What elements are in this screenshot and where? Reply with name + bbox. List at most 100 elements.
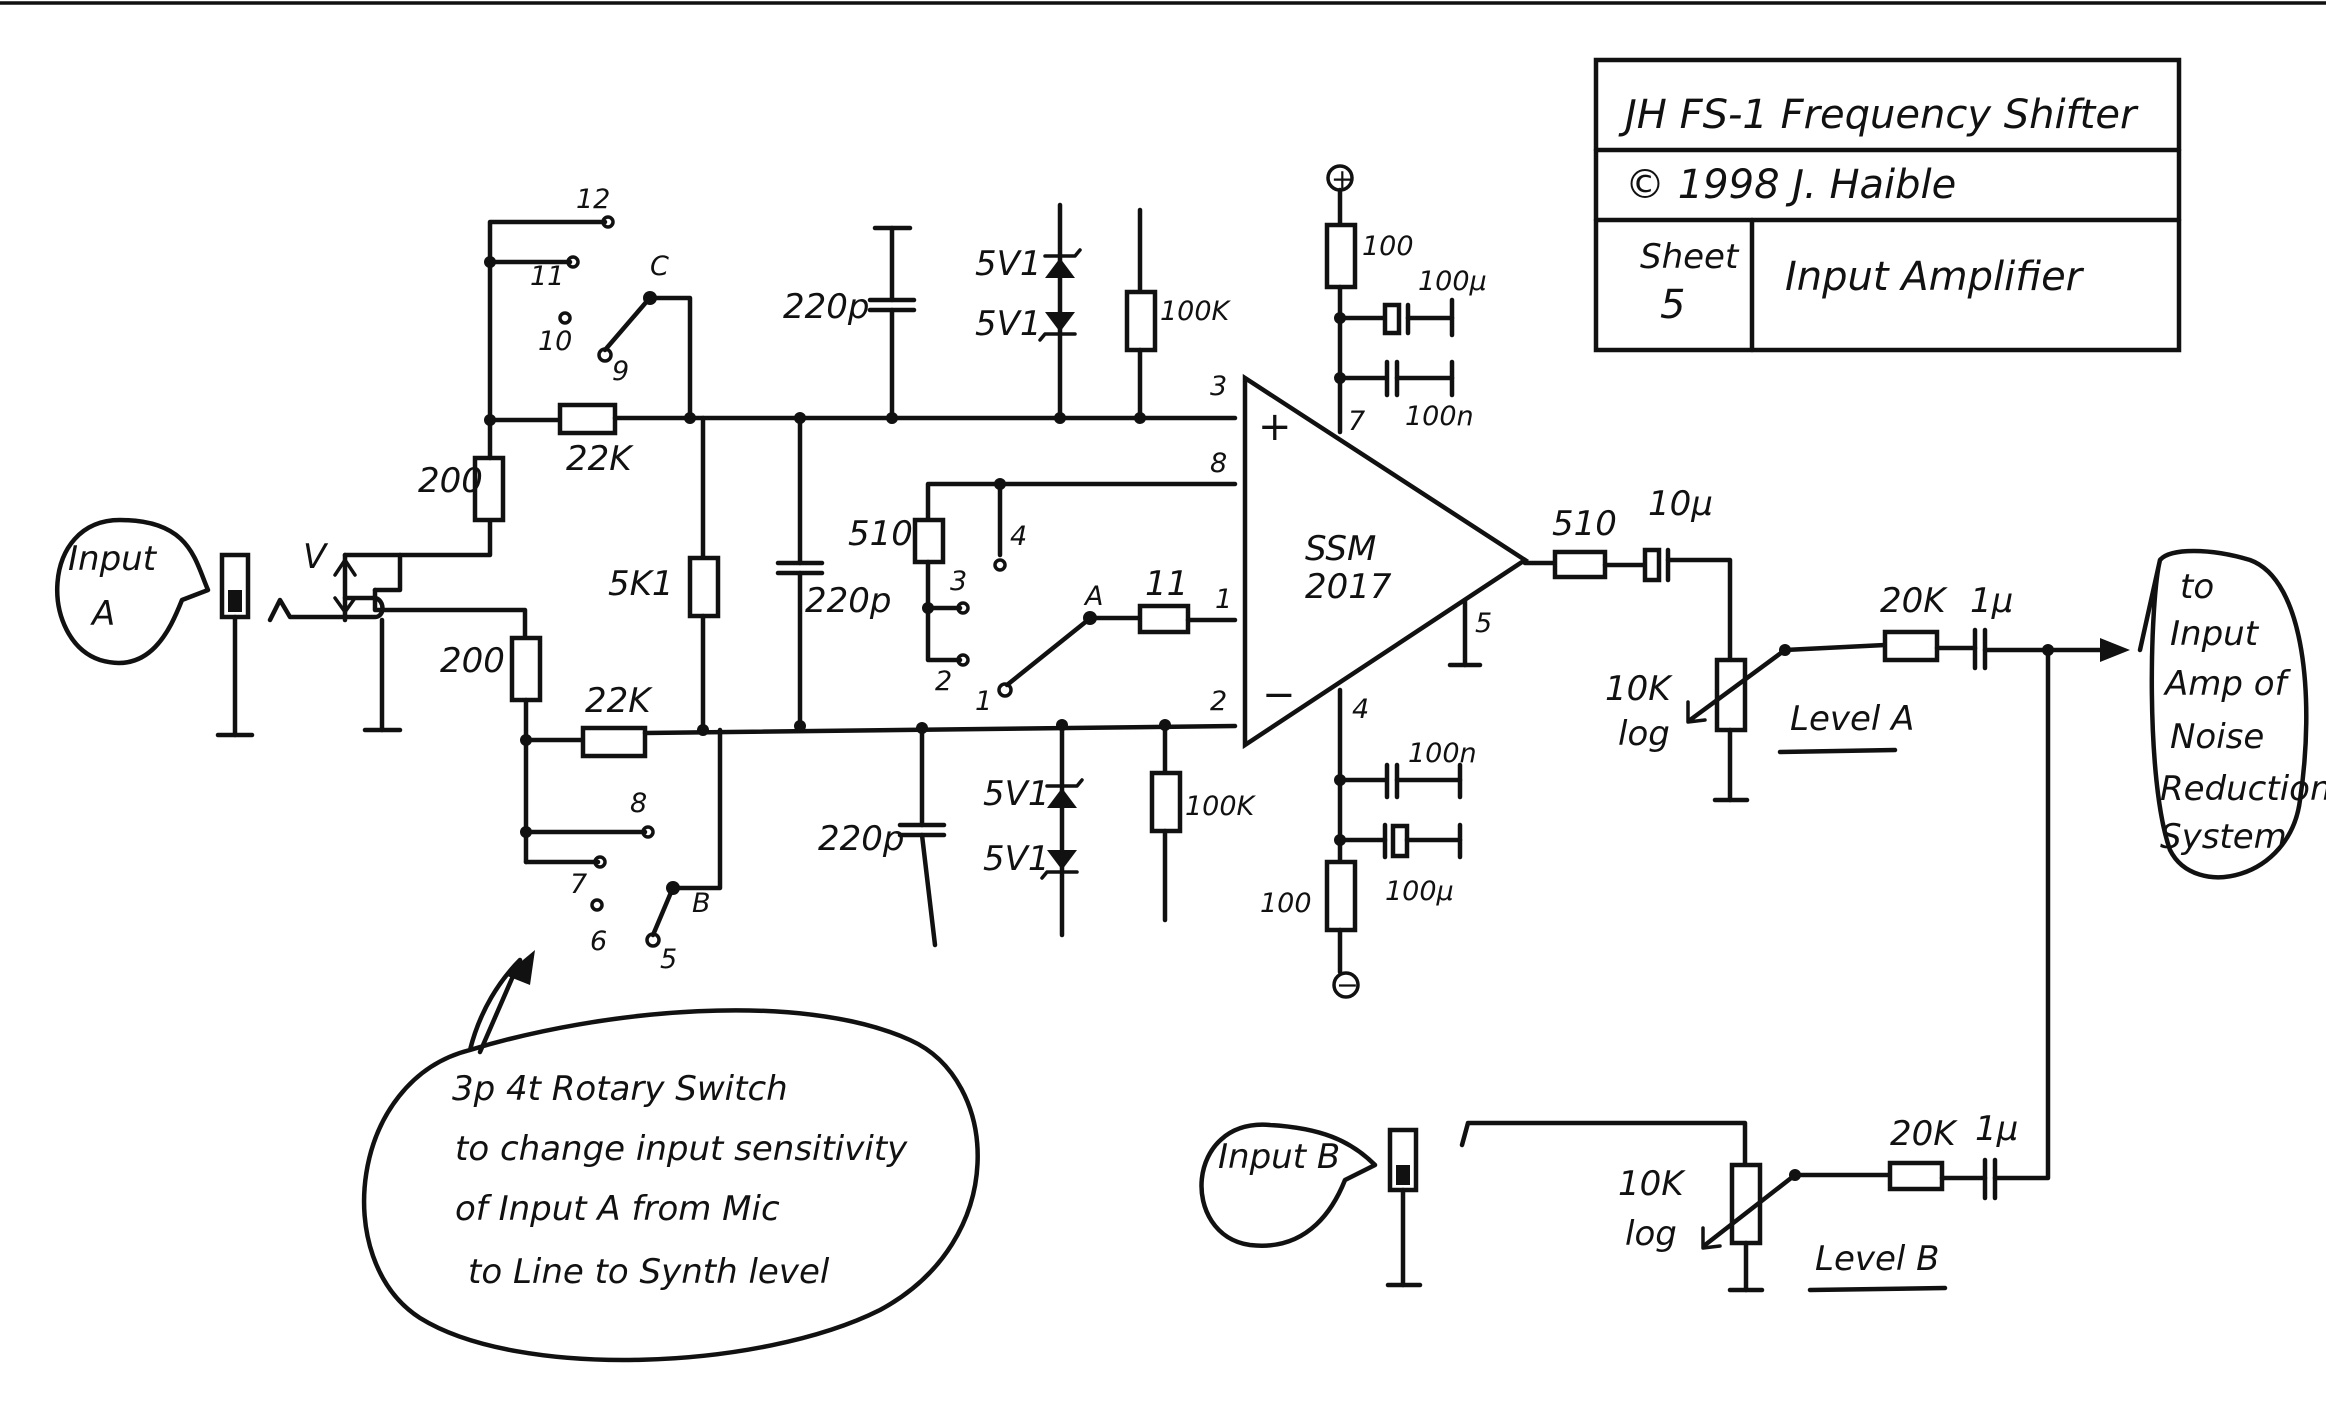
wire-pin8 bbox=[925, 481, 1238, 523]
r510-out-label: 510 bbox=[1552, 504, 1617, 544]
c220p-bottom-label: 220p bbox=[818, 819, 904, 859]
resistor-100k-bottom bbox=[1149, 770, 1183, 834]
rotary-note-line-4: to Line to Synth level bbox=[468, 1252, 830, 1292]
switch-b-wiper[interactable] bbox=[650, 887, 675, 938]
input-network: 200 22K 12 11 10 9 C 5K1 220p 200 bbox=[372, 184, 1238, 975]
contact-11-label: 11 bbox=[530, 261, 564, 292]
switch-contact-4 bbox=[993, 558, 1007, 572]
copyright-text: © 1998 J. Haible bbox=[1625, 162, 1956, 208]
input-a-tip-wire bbox=[267, 595, 385, 623]
switch-contact-2 bbox=[956, 653, 970, 667]
r22k-bottom-label: 22K bbox=[585, 681, 653, 721]
wire-220p-bottom-down bbox=[919, 832, 938, 948]
pot-b-value: 10K bbox=[1618, 1164, 1686, 1204]
zener-bottom-2 bbox=[1047, 850, 1077, 870]
switch-c-wiper[interactable] bbox=[602, 297, 651, 353]
junction-dot bbox=[1159, 719, 1171, 731]
zener-bottom-2-label: 5V1 bbox=[983, 839, 1050, 879]
power-supply: + 100 100µ 100n 100n 100µ 100 − bbox=[1260, 164, 1487, 1001]
wire-input-b-to-pot-b bbox=[1459, 1120, 1748, 1168]
contact-1-label: 1 bbox=[975, 686, 992, 717]
sheet-title: Input Amplifier bbox=[1785, 254, 2085, 300]
v-label: V bbox=[303, 537, 329, 577]
input-a-section: Input A V bbox=[54, 517, 403, 738]
cap-100u-top-plate bbox=[1382, 302, 1402, 336]
junction-dots bbox=[484, 256, 1346, 846]
switch-contact-3 bbox=[956, 601, 970, 615]
junction-dot bbox=[1134, 412, 1146, 424]
pin-3-label: 3 bbox=[1210, 371, 1227, 402]
r100-bottom-label: 100 bbox=[1260, 888, 1312, 919]
resistor-100-top bbox=[1324, 222, 1358, 290]
wire-pot-a-to-20k bbox=[1782, 642, 1888, 653]
zener-top-1-label: 5V1 bbox=[975, 244, 1042, 284]
junction-dot bbox=[1334, 312, 1346, 324]
contact-12-label: 12 bbox=[576, 184, 610, 215]
contact-3-label: 3 bbox=[950, 566, 967, 597]
r510-gain-label: 510 bbox=[848, 514, 913, 554]
output-note-line-1: to bbox=[2180, 567, 2214, 607]
zener-top-2-bar bbox=[1038, 332, 1077, 342]
rotary-note-pointer bbox=[505, 950, 535, 985]
junction-dot bbox=[1334, 834, 1346, 846]
c220p-mid-label: 220p bbox=[805, 581, 891, 621]
v-arrow-down bbox=[333, 596, 357, 614]
switch-contact-11 bbox=[566, 255, 580, 269]
wire-to-r200-top bbox=[397, 517, 493, 558]
r11-label: 11 bbox=[1145, 564, 1188, 604]
junction-dot bbox=[1054, 412, 1066, 424]
wire-minus-input-bus bbox=[642, 723, 1238, 736]
pot-b-wiper-arrow bbox=[1702, 1172, 1798, 1248]
junction-dot bbox=[697, 724, 709, 736]
junction-dot bbox=[922, 602, 934, 614]
ic-ssm2017: + − SSM 2017 3 8 1 2 7 4 5 bbox=[1210, 371, 1530, 750]
c10u-label: 10µ bbox=[1648, 484, 1713, 524]
switch-contact-8 bbox=[641, 825, 655, 839]
pin-5-label: 5 bbox=[1475, 608, 1492, 639]
ic-name: SSM bbox=[1305, 529, 1376, 569]
resistor-100k-top bbox=[1124, 289, 1158, 353]
c100u-top-label: 100µ bbox=[1418, 266, 1487, 297]
resistor-11 bbox=[1137, 603, 1191, 635]
r100-top-label: 100 bbox=[1362, 231, 1414, 262]
junction-dot bbox=[1056, 719, 1068, 731]
resistor-200-bottom bbox=[509, 635, 543, 703]
junction-dot bbox=[794, 412, 806, 424]
pot-b-taper: log bbox=[1625, 1214, 1677, 1254]
pin-7-label: 7 bbox=[1348, 406, 1365, 437]
pin-4-label: 4 bbox=[1352, 694, 1369, 725]
contact-6-label: 6 bbox=[590, 926, 607, 957]
resistor-22k-bottom bbox=[580, 725, 648, 759]
switch-c-label: C bbox=[650, 251, 669, 282]
level-b-label: Level B bbox=[1815, 1239, 1939, 1279]
junction-dot bbox=[520, 826, 532, 838]
contact-8-label: 8 bbox=[630, 788, 647, 819]
switch-a-wiper[interactable] bbox=[1004, 617, 1091, 688]
c1u-b-label: 1µ bbox=[1975, 1109, 2018, 1149]
pot-b-arrowhead bbox=[1701, 1226, 1722, 1250]
output-note: to Input Amp of Noise Reduction System bbox=[2137, 548, 2326, 880]
title-block: JH FS-1 Frequency Shifter © 1998 J. Haib… bbox=[1593, 57, 2182, 353]
c1u-a-label: 1µ bbox=[1970, 581, 2013, 621]
vminus-terminal bbox=[1332, 971, 1360, 999]
gain-switch-a: 510 3 2 4 1 A 11 bbox=[848, 481, 1238, 717]
rotary-note-line-3: of Input A from Mic bbox=[455, 1189, 780, 1229]
wire-510-to-contacts bbox=[925, 559, 963, 663]
switch-contact-7 bbox=[593, 855, 607, 869]
vplus-label: + bbox=[1331, 164, 1354, 195]
resistor-22k-top bbox=[557, 402, 618, 436]
r200-top-label: 200 bbox=[418, 461, 483, 501]
pot-a-wiper-arrow bbox=[1687, 647, 1788, 723]
output-note-line-4: Noise bbox=[2170, 717, 2264, 757]
output-note-bubble bbox=[2137, 548, 2309, 880]
output-note-line-5: Reduction bbox=[2160, 769, 2326, 809]
level-a-underline bbox=[1777, 747, 1898, 755]
junction-dot bbox=[886, 412, 898, 424]
junction-dot bbox=[994, 478, 1006, 490]
r200-bottom-label: 200 bbox=[440, 641, 505, 681]
input-a-bubble bbox=[54, 517, 211, 666]
output-arrow bbox=[2100, 638, 2130, 662]
rotary-switch-note: 3p 4t Rotary Switch to change input sens… bbox=[361, 950, 980, 1363]
wire-switch-c-12 bbox=[487, 219, 608, 423]
